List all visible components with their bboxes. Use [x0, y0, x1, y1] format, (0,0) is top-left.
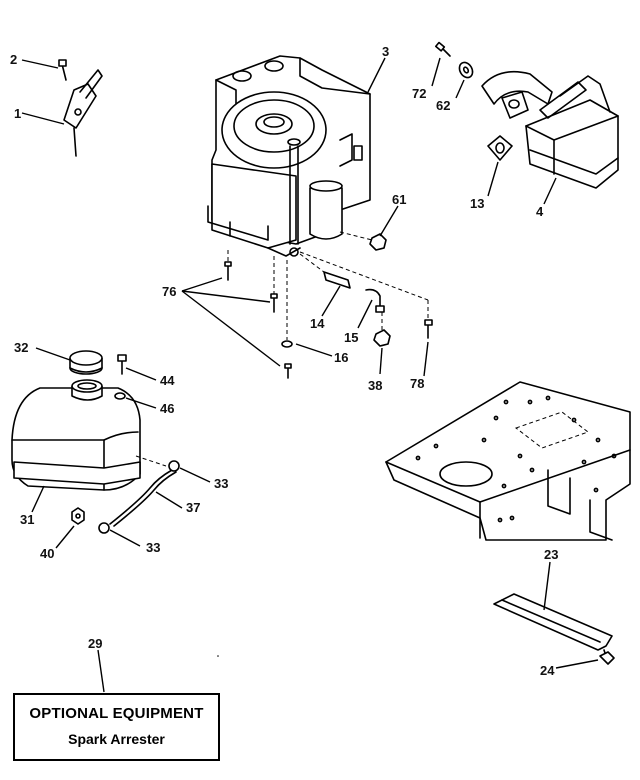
- callout-61: 61: [392, 192, 406, 207]
- callout-1: 1: [14, 106, 21, 121]
- callout-40: 40: [40, 546, 54, 561]
- callout-33-upper: 33: [214, 476, 228, 491]
- callout-44: 44: [160, 373, 175, 388]
- page-speck: [217, 655, 219, 657]
- callout-72: 72: [412, 86, 426, 101]
- cover-plate-part: [493, 593, 615, 665]
- optional-equipment-box: OPTIONAL EQUIPMENT Spark Arrester: [13, 693, 220, 761]
- nut-61: [339, 231, 387, 251]
- callout-2: 2: [10, 52, 17, 67]
- callout-16: 16: [334, 350, 348, 365]
- callout-33-lower: 33: [146, 540, 160, 555]
- fuel-fittings: [299, 253, 391, 347]
- callout-3: 3: [382, 44, 389, 59]
- callout-13: 13: [470, 196, 484, 211]
- callout-46: 46: [160, 401, 174, 416]
- optional-equipment-subtitle: Spark Arrester: [68, 731, 165, 747]
- callout-38: 38: [368, 378, 382, 393]
- callout-29: 29: [88, 636, 102, 651]
- callout-32: 32: [14, 340, 28, 355]
- callout-37: 37: [186, 500, 200, 515]
- engine-part: [207, 55, 371, 257]
- callout-24: 24: [540, 663, 555, 678]
- callout-76: 76: [162, 284, 176, 299]
- callout-23: 23: [544, 547, 558, 562]
- callout-15: 15: [344, 330, 358, 345]
- callout-14: 14: [310, 316, 325, 331]
- callout-4: 4: [536, 204, 544, 219]
- engine-mount-bolts: [224, 250, 433, 379]
- callout-31: 31: [20, 512, 34, 527]
- mounting-plate-part: [385, 381, 631, 541]
- throttle-control-part: [58, 59, 103, 157]
- muffler-part: [434, 41, 619, 189]
- callout-62: 62: [436, 98, 450, 113]
- fuel-tank-part: [11, 350, 180, 534]
- callout-78: 78: [410, 376, 424, 391]
- optional-equipment-title: OPTIONAL EQUIPMENT: [29, 705, 204, 722]
